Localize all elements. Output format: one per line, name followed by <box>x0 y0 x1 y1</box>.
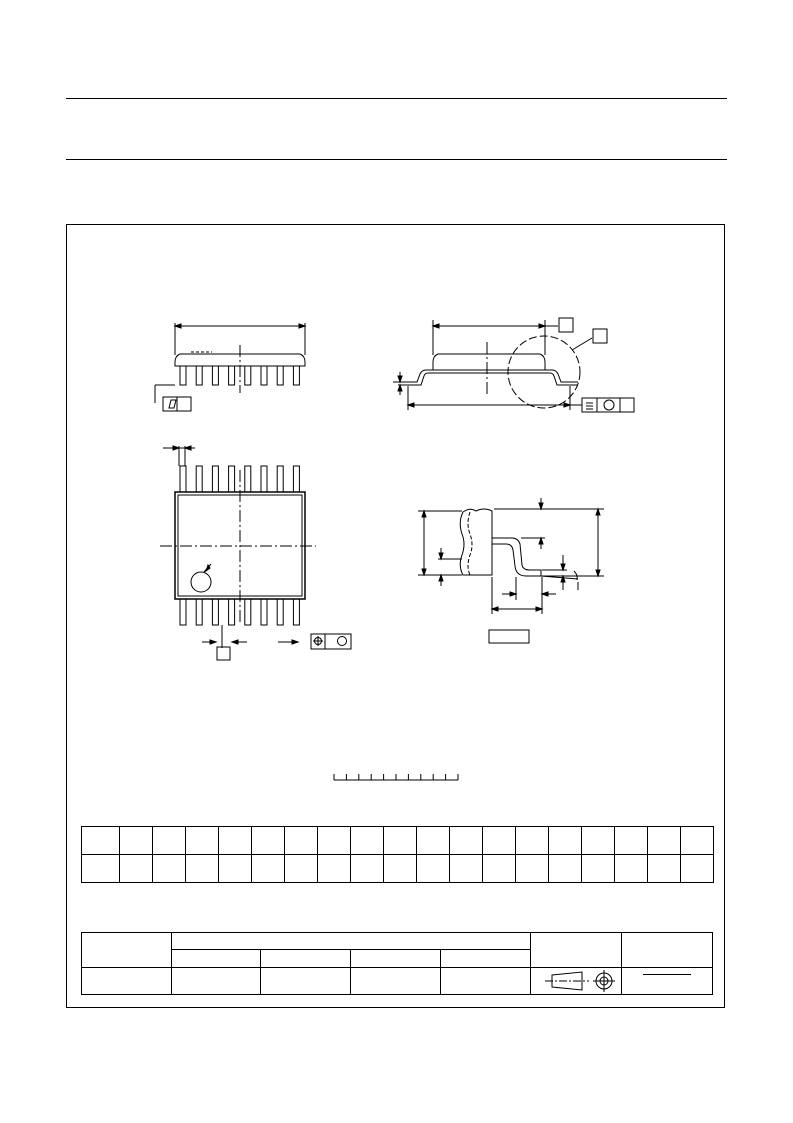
lead-top-6 <box>260 465 268 493</box>
side-lead-5 <box>244 365 252 386</box>
lead-top-7 <box>276 465 284 493</box>
tolerance-frame-end <box>581 397 635 413</box>
side-view <box>154 323 307 412</box>
reference-jedec-cell <box>260 949 351 968</box>
lead-bottom-7 <box>276 598 284 626</box>
side-lead-3 <box>211 365 219 386</box>
lead-bottom-5 <box>244 598 252 626</box>
top-view <box>160 445 352 661</box>
european-projection-cell <box>530 932 622 968</box>
reference-jeita-cell <box>350 949 441 968</box>
drawing-frame <box>66 224 725 1008</box>
detail-x-box <box>592 328 608 344</box>
tolerance-frame-top <box>310 633 352 650</box>
side-lead-4 <box>228 365 236 386</box>
lead-top-2 <box>195 465 203 493</box>
scale-bar <box>333 774 459 781</box>
reference-iec-cell <box>171 949 261 968</box>
end-view <box>393 317 635 413</box>
lead-bottom-8 <box>292 598 300 626</box>
side-lead-1 <box>179 365 187 386</box>
projection-method-icon <box>545 969 615 992</box>
lead-bottom-2 <box>195 598 203 626</box>
projection-symbol-cell <box>530 966 622 996</box>
side-lead-6 <box>260 365 268 386</box>
reference-other-cell <box>440 949 531 968</box>
outline-version-table <box>81 931 713 996</box>
header-rule-top <box>66 98 727 99</box>
side-lead-2 <box>195 365 203 386</box>
lead-top-4 <box>228 465 236 493</box>
side-lead-8 <box>292 365 300 386</box>
outline-version-cell <box>81 932 172 968</box>
issue-date-cell <box>621 932 713 968</box>
dimensions-value-row <box>81 854 714 883</box>
lead-bottom-3 <box>211 598 219 626</box>
lead-bottom-1 <box>179 598 187 626</box>
top-view-leads <box>179 465 300 626</box>
lead-bottom-4 <box>228 598 236 626</box>
lead-top-1 <box>179 465 187 493</box>
lead-top-3 <box>211 465 219 493</box>
dimensions-table <box>81 826 714 883</box>
lead-top-5 <box>244 465 252 493</box>
datum-box-a <box>558 317 574 333</box>
references-header-cell <box>171 931 531 951</box>
issue-date-underline <box>643 973 691 975</box>
side-lead-7 <box>276 365 284 386</box>
datum-box-b <box>216 646 231 661</box>
header-rule-bottom <box>66 159 727 160</box>
detail-view <box>418 498 604 644</box>
side-view-leads <box>179 365 300 386</box>
lead-bottom-6 <box>260 598 268 626</box>
dimensions-header-row <box>81 826 714 855</box>
lead-top-8 <box>292 465 300 493</box>
detail-label-box <box>488 629 530 644</box>
